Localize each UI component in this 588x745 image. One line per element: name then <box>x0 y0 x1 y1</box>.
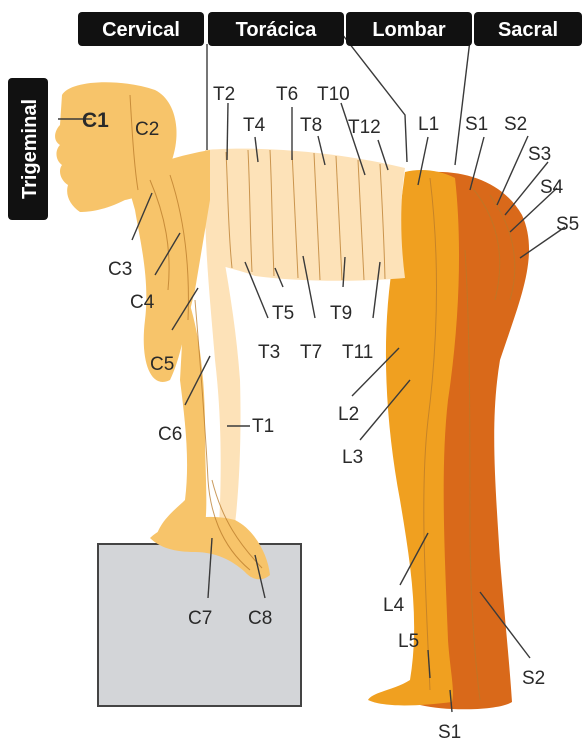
label-t3: T3 <box>258 342 280 363</box>
thoracic-region <box>205 149 405 281</box>
label-l4: L4 <box>383 595 405 616</box>
label-t9: T9 <box>330 303 352 324</box>
label-l5: L5 <box>398 631 419 652</box>
label-t2: T2 <box>213 84 235 105</box>
label-c7: C7 <box>188 608 212 629</box>
label-c8: C8 <box>248 608 272 629</box>
header-sacral: Sacral <box>498 19 558 41</box>
label-t6: T6 <box>276 84 298 105</box>
label-c3: C3 <box>108 259 132 280</box>
header-trigeminal: Trigeminal <box>19 99 41 199</box>
label-s3: S3 <box>528 144 551 165</box>
label-l2: L2 <box>338 404 359 425</box>
label-s5: S5 <box>556 214 579 235</box>
label-t10: T10 <box>317 84 350 105</box>
label-s4: S4 <box>540 177 564 198</box>
label-c6: C6 <box>158 424 182 445</box>
label-s1-bottom: S1 <box>438 722 461 743</box>
label-t1: T1 <box>252 416 274 437</box>
label-s1-top: S1 <box>465 114 488 135</box>
label-t4: T4 <box>243 115 266 136</box>
label-s2-bottom: S2 <box>522 668 545 689</box>
label-c2: C2 <box>135 119 159 140</box>
header-lombar: Lombar <box>372 19 446 41</box>
label-t12: T12 <box>348 117 381 138</box>
label-l1: L1 <box>418 114 439 135</box>
label-t8: T8 <box>300 115 322 136</box>
header-toracica: Torácica <box>236 19 318 41</box>
label-l3: L3 <box>342 447 363 468</box>
label-c4: C4 <box>130 292 155 313</box>
label-c1: C1 <box>82 109 109 132</box>
label-s2-top: S2 <box>504 114 527 135</box>
label-t5: T5 <box>272 303 294 324</box>
label-t11: T11 <box>342 342 373 363</box>
label-t7: T7 <box>300 342 322 363</box>
header-cervical: Cervical <box>102 19 180 41</box>
label-c5: C5 <box>150 354 174 375</box>
